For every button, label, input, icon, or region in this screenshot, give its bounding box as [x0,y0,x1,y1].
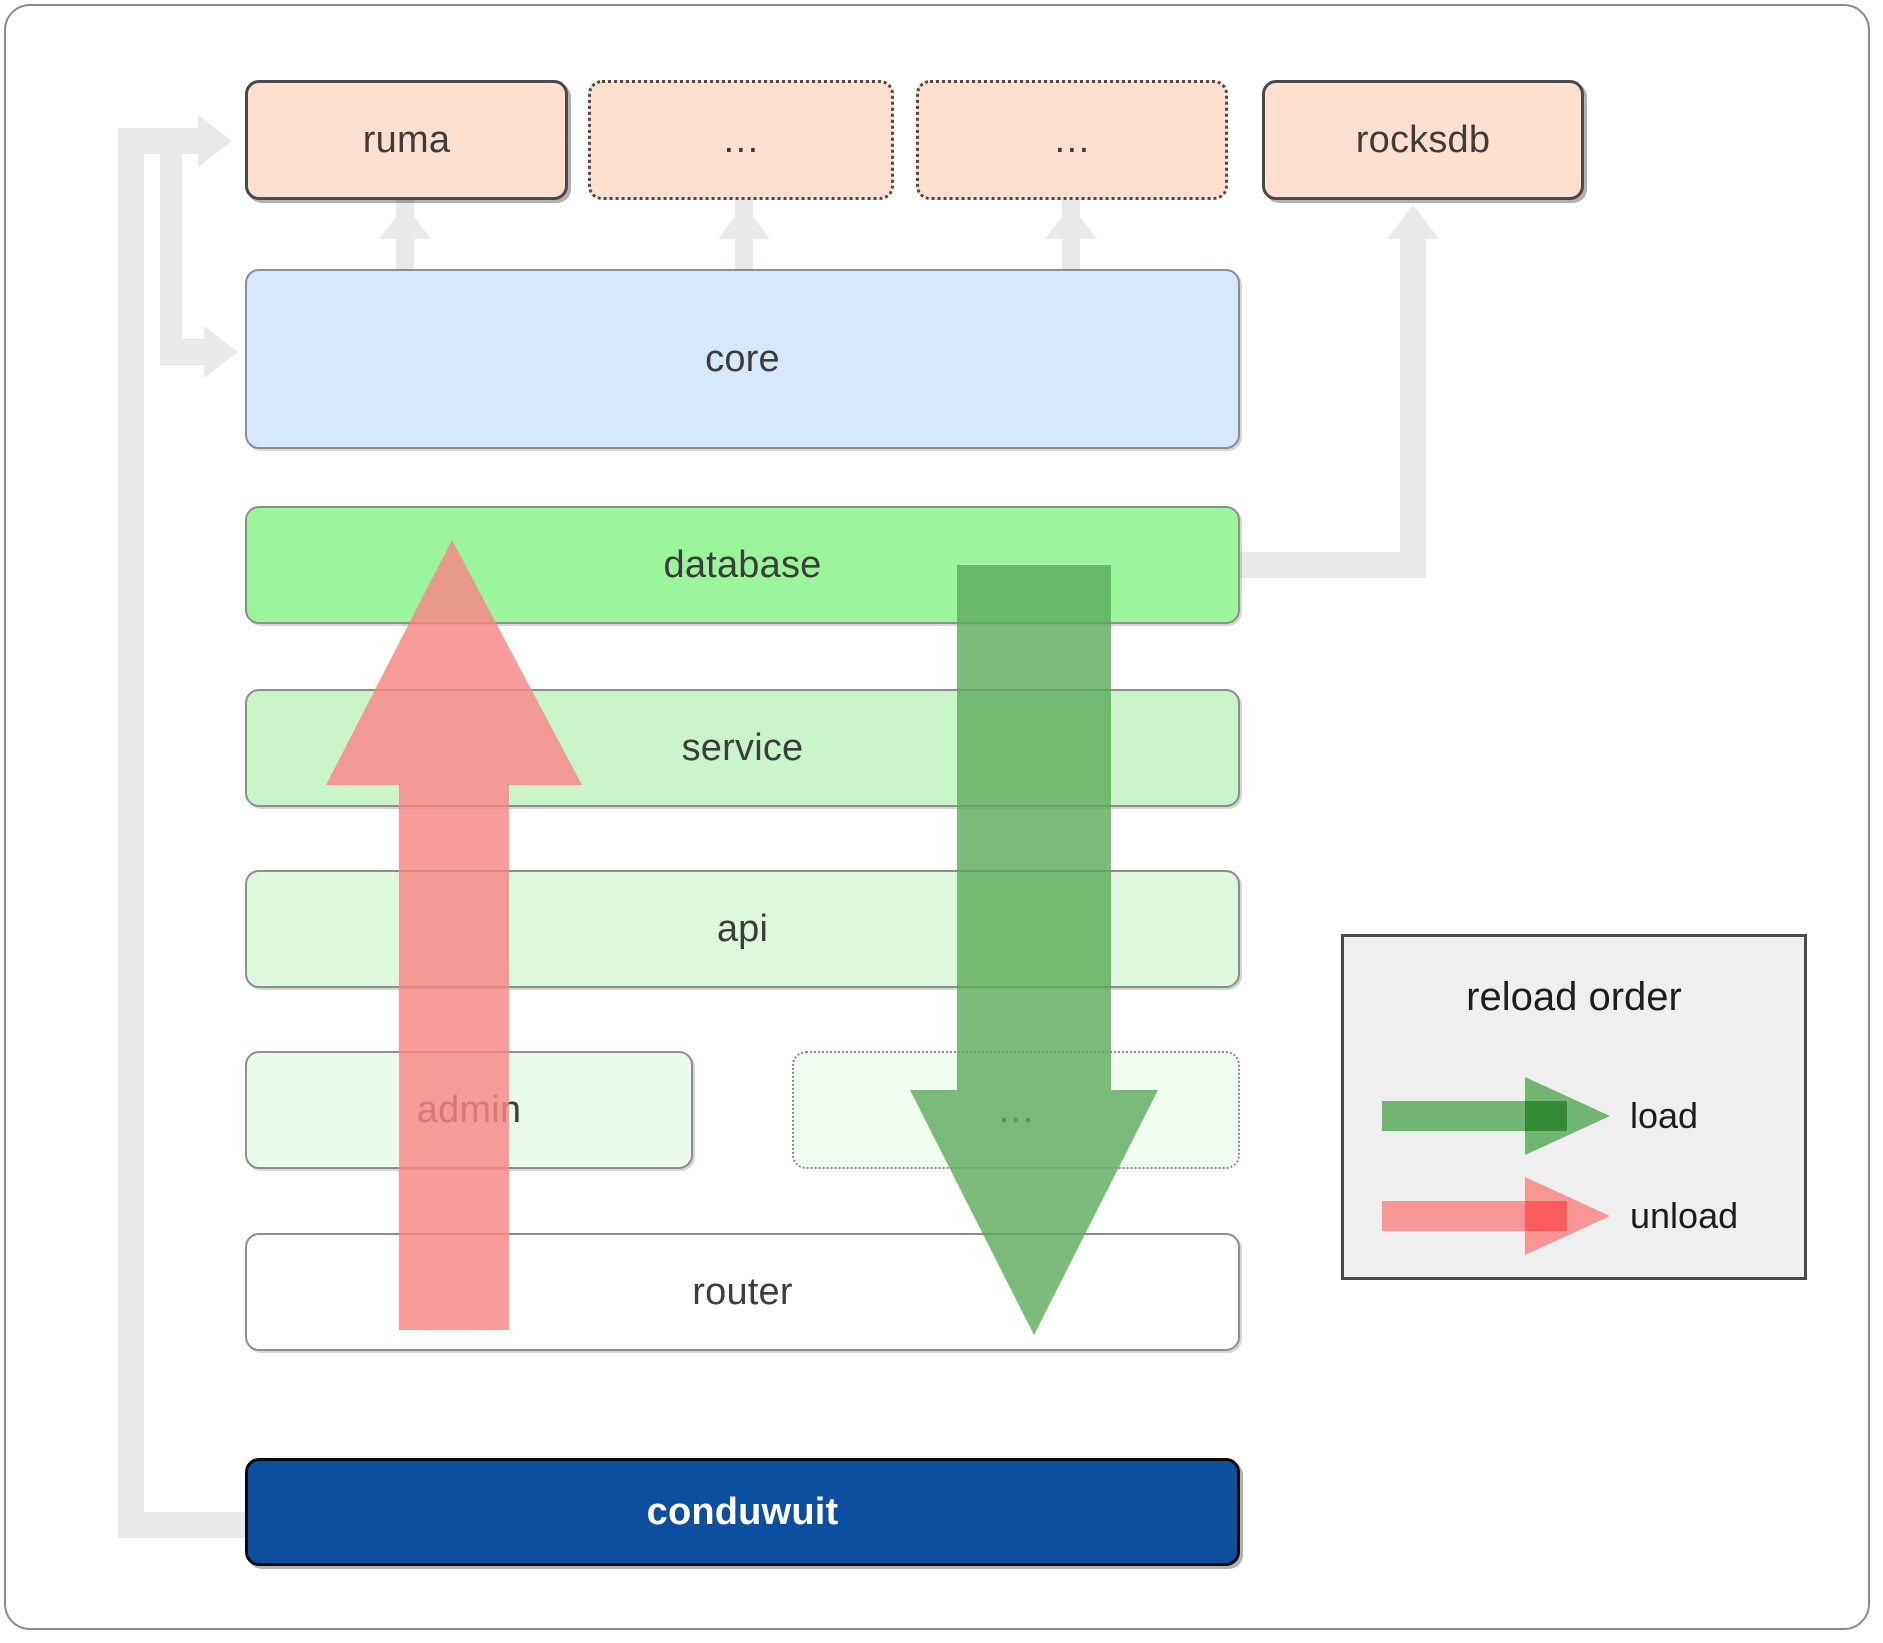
node-ext-ellipsis-2[interactable]: … [916,80,1228,200]
node-ext-ellipsis-1[interactable]: … [588,80,894,200]
connector-to-ruma-horizontal [118,128,200,154]
node-rocksdb-label: rocksdb [1355,118,1491,161]
connector-database-to-rocksdb-vertical [1400,237,1426,578]
flow-load-arrow [910,565,1160,1335]
node-ext-ellipsis-1-label: … [721,118,761,161]
node-router-label: router [692,1270,793,1313]
node-rocksdb[interactable]: rocksdb [1262,80,1584,200]
connector-to-core-arrowhead [204,326,238,378]
node-conduwuit[interactable]: conduwuit [245,1458,1240,1566]
connector-to-ruma-arrowhead [198,115,232,167]
legend-title: reload order [1466,975,1682,1019]
legend-row-unload[interactable]: unload [1382,1177,1738,1255]
connector-to-core-horizontal [160,339,208,365]
connector-core-to-ellipsis-2-arrowhead [1045,205,1097,239]
flow-unload-arrow [326,540,586,1330]
legend-unload-label: unload [1630,1195,1739,1236]
connector-to-core-vertical [160,141,182,361]
legend-load-arrow-icon [1382,1077,1610,1155]
node-api-label: api [716,907,769,950]
legend-panel: reload order load unload [1341,934,1807,1280]
node-conduwuit-label: conduwuit [646,1490,839,1533]
node-ruma-label: ruma [362,118,451,161]
node-service-label: service [681,726,804,769]
connector-core-to-ruma-arrowhead [379,205,431,239]
node-ruma[interactable]: ruma [245,80,568,200]
node-core-label: core [705,337,780,380]
legend-load-label: load [1630,1095,1699,1136]
legend-unload-arrow-icon [1382,1177,1610,1255]
connector-core-to-ellipsis-1-arrowhead [718,205,770,239]
connector-database-to-rocksdb-arrowhead [1387,205,1439,239]
legend-row-load[interactable]: load [1382,1077,1698,1155]
connector-database-to-rocksdb-horizontal [1240,552,1426,578]
node-ext-ellipsis-2-label: … [1052,118,1092,161]
node-core[interactable]: core [245,269,1240,449]
connector-conduwuit-trunk-vertical [118,128,144,1538]
node-database-label: database [663,543,822,586]
